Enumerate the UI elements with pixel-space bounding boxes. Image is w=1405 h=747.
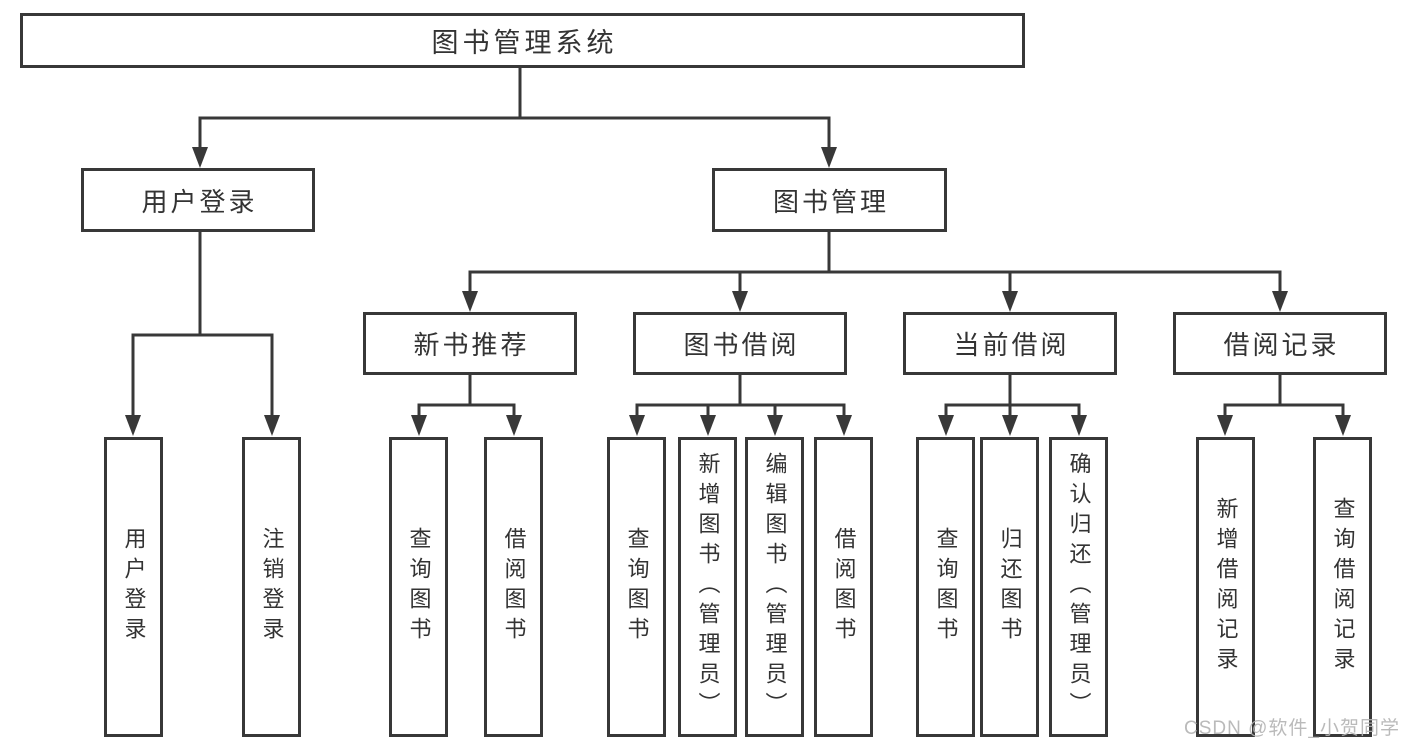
arrow-down-icon (411, 415, 427, 436)
connector-book-borrow-subtree (635, 374, 846, 418)
connector-borrow-record-subtree (1223, 374, 1345, 418)
connector-current-borrow-subtree (944, 374, 1081, 418)
leaf-query-book-3: 查询图书 (916, 437, 975, 737)
leaf-borrow-book-2: 借阅图书 (814, 437, 873, 737)
arrow-down-icon (938, 415, 954, 436)
leaf-user-login: 用户登录 (104, 437, 163, 737)
arrow-down-icon (629, 415, 645, 436)
arrow-down-icon (1002, 291, 1018, 312)
arrow-down-icon (506, 415, 522, 436)
arrow-down-icon (1272, 291, 1288, 312)
arrow-down-icon (1217, 415, 1233, 436)
arrow-down-icon (836, 415, 852, 436)
arrow-down-icon (462, 291, 478, 312)
arrow-down-icon (192, 147, 208, 168)
leaf-query-book-2: 查询图书 (607, 437, 666, 737)
leaf-edit-book-admin: 编辑图书（管理员） (745, 437, 804, 737)
connector-new-book-subtree (417, 374, 516, 418)
leaf-add-borrow-record: 新增借阅记录 (1196, 437, 1255, 737)
node-book-management: 图书管理 (712, 168, 947, 232)
arrow-down-icon (821, 147, 837, 168)
connector-user-login-subtree (131, 232, 274, 418)
node-current-borrow: 当前借阅 (903, 312, 1117, 375)
arrow-down-icon (1335, 415, 1351, 436)
leaf-query-book-1: 查询图书 (389, 437, 448, 737)
arrow-down-icon (125, 415, 141, 436)
arrow-down-icon (1002, 415, 1018, 436)
leaf-borrow-book-1: 借阅图书 (484, 437, 543, 737)
leaf-logout: 注销登录 (242, 437, 301, 737)
csdn-watermark: CSDN @软件_小贺同学 (1184, 718, 1400, 739)
arrow-down-icon (700, 415, 716, 436)
node-root-system: 图书管理系统 (20, 13, 1025, 68)
leaf-query-borrow-record: 查询借阅记录 (1313, 437, 1372, 737)
arrow-down-icon (1071, 415, 1087, 436)
leaf-confirm-return-admin: 确认归还（管理员） (1049, 437, 1108, 737)
node-borrow-record: 借阅记录 (1173, 312, 1387, 375)
node-new-book-recommend: 新书推荐 (363, 312, 577, 375)
arrow-down-icon (732, 291, 748, 312)
leaf-add-book-admin: 新增图书（管理员） (678, 437, 737, 737)
connector-root-to-level2 (198, 68, 831, 150)
leaf-return-book: 归还图书 (980, 437, 1039, 737)
connector-book-mgmt-subtree (468, 232, 1282, 294)
arrow-down-icon (264, 415, 280, 436)
node-book-borrow: 图书借阅 (633, 312, 847, 375)
node-user-login: 用户登录 (81, 168, 315, 232)
arrow-down-icon (767, 415, 783, 436)
